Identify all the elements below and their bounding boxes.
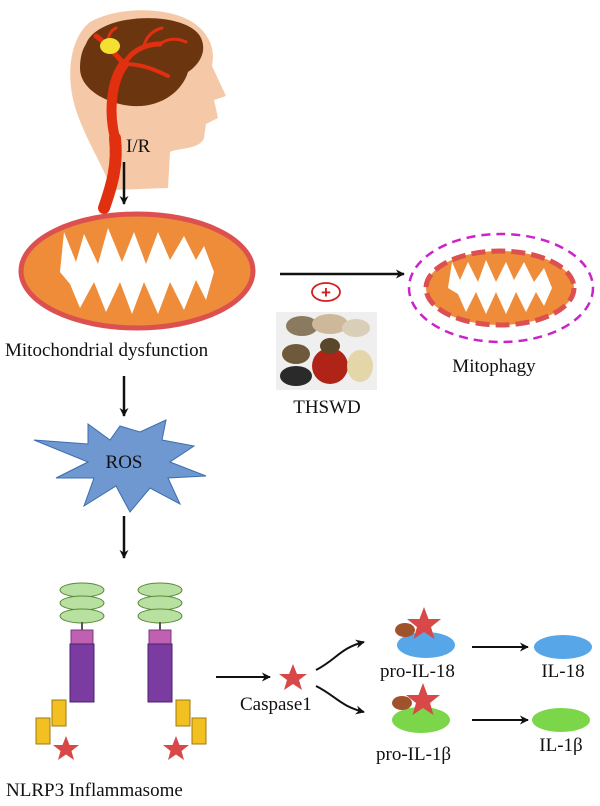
- ir-label: I/R: [126, 136, 151, 157]
- il1b-label: IL-1β: [539, 735, 582, 756]
- mitochondrion-cristae: [60, 228, 214, 314]
- ros-label: ROS: [106, 452, 143, 473]
- il18-label: IL-18: [541, 661, 584, 682]
- pro-il18-complex: [395, 607, 455, 658]
- caspase1-star: [279, 664, 307, 690]
- il18-mature: [534, 635, 592, 659]
- mitophagy-illustration: [407, 232, 595, 344]
- arrow-caspase-to-pro-il18: [315, 639, 365, 671]
- pro-il1b-star: [406, 683, 440, 715]
- promote-circle: [311, 282, 341, 302]
- promote-plus: +: [321, 283, 331, 302]
- thswd-label: THSWD: [293, 397, 361, 418]
- ros-burst: [33, 419, 207, 513]
- mitophagy-cristae: [448, 260, 552, 314]
- pro-il1b-complex: [392, 683, 450, 733]
- head-brain-illustration: [70, 10, 226, 214]
- mitochondrial-dysfunction-label: Mitochondrial dysfunction: [5, 340, 209, 361]
- arrow-caspase-to-pro-il1b: [315, 685, 365, 715]
- il1b-mature: [532, 708, 590, 732]
- carotid-artery: [98, 132, 122, 214]
- autophagosome-ring: [407, 232, 595, 344]
- nlrp3-complex-left: [35, 582, 105, 760]
- infarct-spot: [100, 38, 120, 54]
- caspase1-label: Caspase1: [240, 694, 312, 715]
- promote-symbol: +: [311, 282, 341, 302]
- pro-il18-prodomain: [395, 623, 415, 637]
- pro-il1b-body: [392, 707, 450, 733]
- pro-il18-star: [407, 607, 441, 639]
- pro-il1b-label: pro-IL-1β: [376, 744, 451, 765]
- pro-il1b-prodomain: [392, 696, 412, 710]
- pro-il18-label: pro-IL-18: [380, 661, 455, 682]
- mitochondrion-dysfunction: [18, 211, 256, 331]
- mitophagy-label: Mitophagy: [452, 356, 536, 377]
- pro-il18-body: [397, 632, 455, 658]
- nlrp3-complex-right: [137, 582, 207, 760]
- nlrp3-label: NLRP3 Inflammasome: [6, 780, 183, 801]
- thswd-herbs-photo: [276, 312, 377, 390]
- cerebral-vessels: [93, 26, 188, 143]
